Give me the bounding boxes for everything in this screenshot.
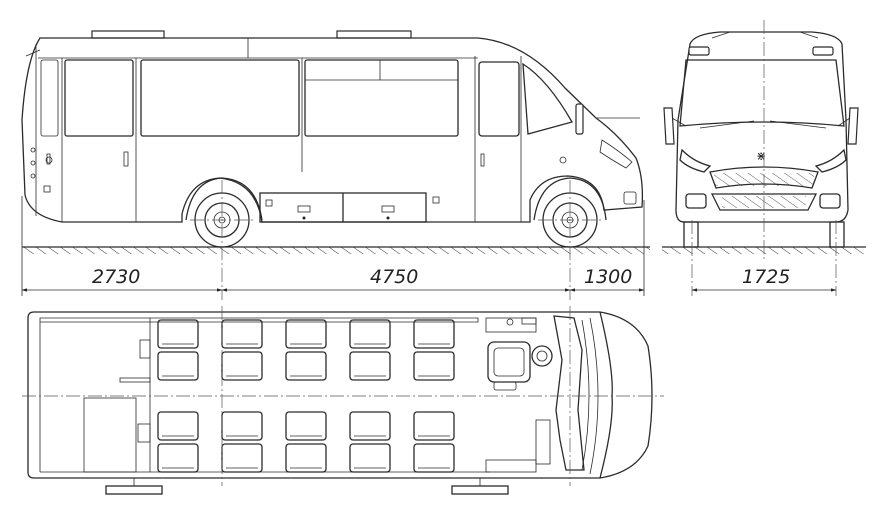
top-view xyxy=(22,306,664,495)
passenger-seat xyxy=(285,443,327,473)
passenger-seat xyxy=(349,319,391,349)
side-window-2 xyxy=(140,59,300,137)
side-view: 2730 4750 1300 xyxy=(21,30,650,300)
front-view: ⋇ 1725 xyxy=(662,20,866,296)
length-dimensions: 2730 4750 1300 xyxy=(21,266,645,292)
dim-rear-overhang: 1300 xyxy=(584,266,632,288)
passenger-seat xyxy=(349,411,391,441)
left-mirror xyxy=(663,107,675,145)
dashboard xyxy=(553,315,585,471)
passenger-seat xyxy=(157,319,199,349)
bus-body xyxy=(21,37,644,223)
windshield-front xyxy=(679,59,845,127)
driver-seat xyxy=(487,341,553,391)
passenger-seat xyxy=(413,411,455,441)
passenger-seat xyxy=(157,351,199,381)
side-mirror xyxy=(575,103,584,135)
passenger-seat xyxy=(349,443,391,473)
luggage-compartments xyxy=(259,192,427,223)
passenger-seat xyxy=(413,443,455,473)
passenger-seat xyxy=(285,351,327,381)
passenger-seat xyxy=(285,411,327,441)
side-window-3 xyxy=(304,59,459,137)
front-step xyxy=(451,485,509,495)
rear-window xyxy=(40,59,59,137)
passenger-seat xyxy=(349,351,391,381)
roof-hatch-rear xyxy=(91,30,165,39)
passenger-seat xyxy=(221,443,263,473)
passenger-seat xyxy=(157,411,199,441)
rear-step xyxy=(105,485,163,495)
side-window-1 xyxy=(64,59,134,137)
passenger-door xyxy=(474,56,522,222)
dim-front-overhang: 2730 xyxy=(92,266,140,288)
left-headlight xyxy=(679,148,712,173)
right-headlight xyxy=(814,148,847,173)
passenger-seat xyxy=(413,319,455,349)
dim-wheelbase: 4750 xyxy=(370,266,418,288)
top-body xyxy=(27,311,653,479)
passenger-seat xyxy=(285,319,327,349)
front-body xyxy=(675,31,849,223)
roof-hatch-front xyxy=(336,30,412,39)
rear-wheel xyxy=(185,177,263,248)
dim-track-width: 1725 xyxy=(742,266,790,288)
passenger-seat xyxy=(221,351,263,381)
passenger-seat xyxy=(157,443,199,473)
passenger-seats xyxy=(157,319,455,473)
right-mirror xyxy=(847,107,859,145)
windshield-side xyxy=(522,62,573,135)
passenger-seat xyxy=(413,351,455,381)
svg-text:⋇: ⋇ xyxy=(756,149,766,163)
ground-line xyxy=(22,246,650,254)
